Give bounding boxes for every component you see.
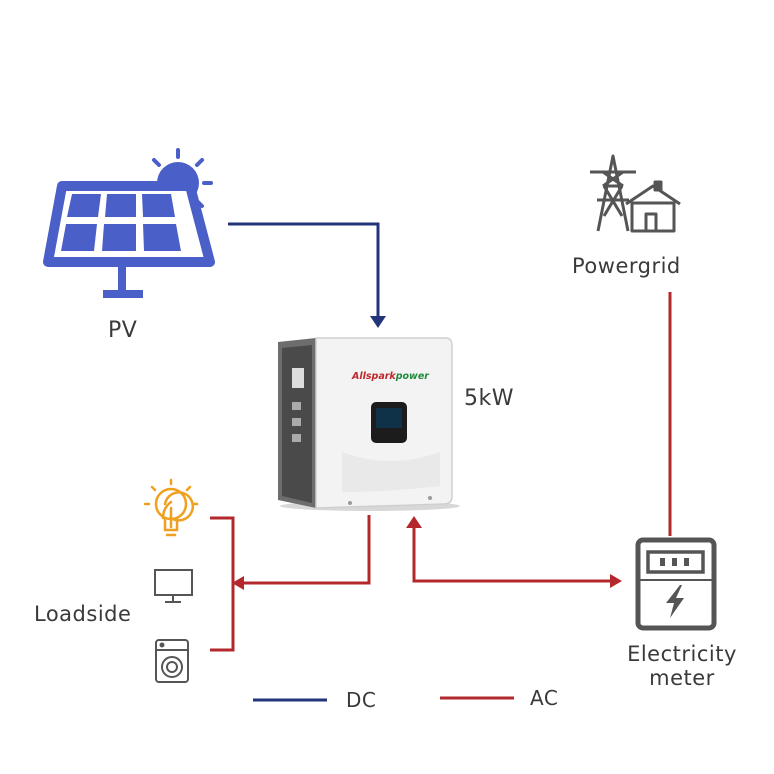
powergrid-label: Powergrid	[572, 254, 681, 278]
meter-label: Electricity meter	[612, 642, 752, 690]
light-bulb-icon	[143, 478, 199, 537]
loadside-label: Loadside	[34, 602, 132, 626]
meter-label-line2: meter	[649, 666, 715, 690]
dc-wire-pv-to-inverter	[228, 222, 380, 320]
inverter-device	[278, 337, 460, 511]
load-bracket	[210, 516, 235, 652]
electricity-meter-icon	[635, 537, 717, 631]
lightning-icon	[666, 585, 684, 618]
pv-label: PV	[108, 318, 138, 343]
inverter-power-label: 5kW	[464, 386, 514, 411]
legend-ac-label: AC	[530, 686, 559, 710]
ac-wire-inverter-to-loads	[240, 515, 371, 585]
brand-logo: Allsparkpower	[352, 371, 429, 382]
ac-arrow-meter	[610, 574, 622, 588]
power-tower-icon	[590, 154, 636, 232]
dc-arrow	[370, 316, 386, 328]
brand-part1: Allspark	[352, 371, 396, 382]
ac-wire-meter-to-inverter	[412, 524, 612, 583]
washing-machine-icon	[155, 639, 189, 683]
monitor-icon	[154, 569, 193, 603]
house-icon	[625, 180, 681, 233]
brand-part2: power	[395, 371, 429, 382]
ac-arrow-inverter	[406, 516, 422, 528]
meter-label-line1: Electricity	[627, 642, 737, 666]
legend-dc-label: DC	[346, 688, 377, 712]
ac-arrow-loads	[232, 576, 244, 590]
solar-panel-icon	[43, 148, 215, 298]
